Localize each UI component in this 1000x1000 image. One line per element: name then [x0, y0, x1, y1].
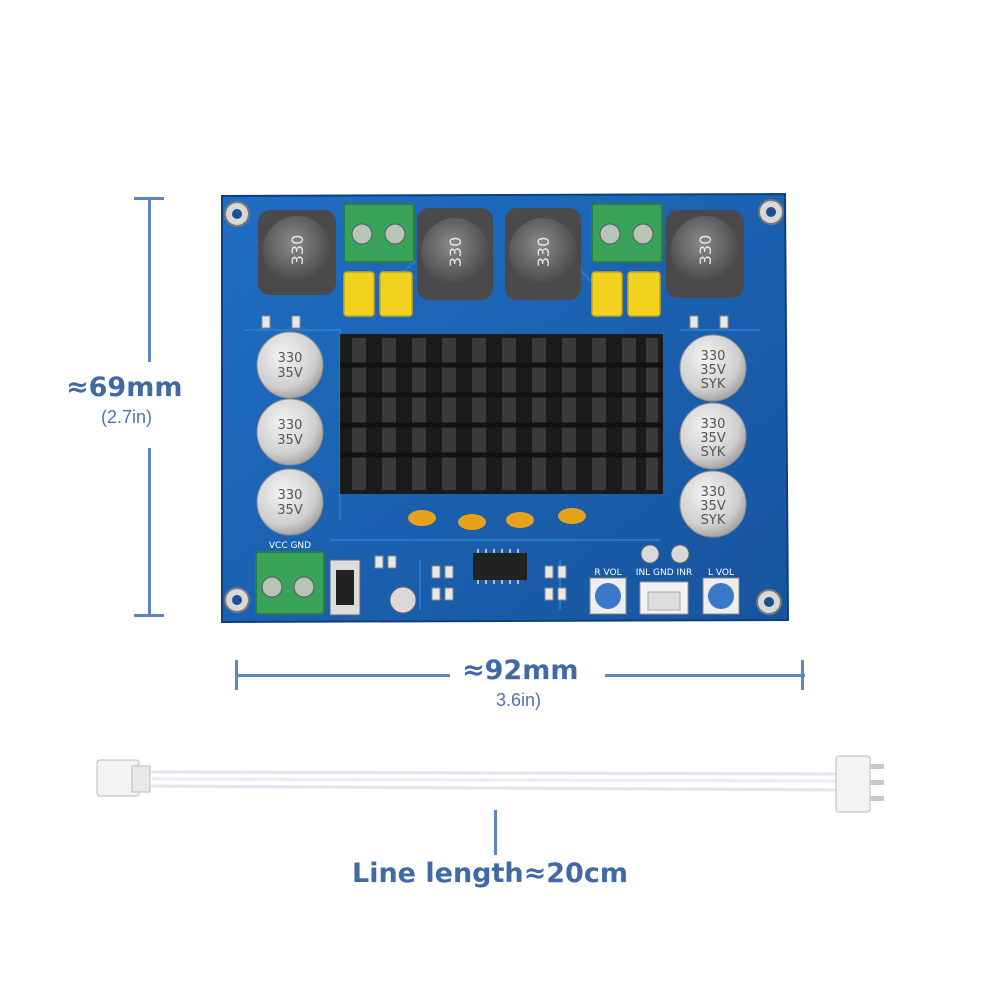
electrolytic-capacitors	[256, 331, 747, 538]
cap-label-l2: 330	[278, 418, 303, 433]
height-dimension-line-lower	[148, 448, 151, 616]
cable-length-label: Line length≈20cm	[352, 858, 628, 889]
film-capacitors	[343, 271, 661, 317]
inductor-label-3: 330	[534, 237, 553, 268]
cap-label-r1b: 35V	[700, 363, 726, 378]
cap-label-r2c: SYK	[701, 445, 726, 460]
speaker-terminals	[343, 203, 663, 263]
audio-input-label: INL GND INR	[636, 568, 692, 578]
power-terminal-label: VCC GND	[269, 541, 311, 551]
ceramic-capacitors	[408, 508, 586, 530]
cap-label-l1b: 35V	[277, 366, 303, 381]
cap-label-l1: 330	[278, 351, 303, 366]
cap-label-r2: 330	[701, 417, 726, 432]
height-dimension-line-upper	[148, 197, 151, 362]
inductor-label-2: 330	[446, 237, 465, 268]
width-dimension-line-right	[605, 674, 805, 677]
pot-left-label: L VOL	[708, 568, 734, 578]
cap-label-r3: 330	[701, 485, 726, 500]
cap-label-r2b: 35V	[700, 431, 726, 446]
volume-potentiometers	[589, 577, 740, 615]
width-dimension-line-left	[235, 674, 450, 677]
inductors	[258, 208, 744, 300]
height-dimension-inches: (2.7in)	[101, 407, 153, 427]
inductor-label-4: 330	[696, 235, 715, 266]
cap-label-r1: 330	[701, 349, 726, 364]
cable-length-pointer	[494, 810, 497, 855]
cap-label-r3b: 35V	[700, 499, 726, 514]
pot-right-label: R VOL	[594, 568, 621, 578]
height-dimension-bottom-tick	[134, 614, 164, 617]
width-dimension-inches: 3.6in)	[496, 690, 542, 710]
cap-label-l3b: 35V	[277, 503, 303, 518]
cap-label-l2b: 35V	[277, 433, 303, 448]
jst-cable	[96, 755, 884, 813]
mounting-holes	[224, 199, 784, 615]
inductor-label-1: 330	[288, 235, 307, 266]
cap-label-l3: 330	[278, 488, 303, 503]
width-dimension-value: ≈92mm	[462, 655, 579, 686]
width-dimension-right-tick	[801, 660, 804, 690]
cap-label-r1c: SYK	[701, 377, 726, 392]
cap-label-r3c: SYK	[701, 513, 726, 528]
height-dimension-value: ≈69mm	[66, 372, 183, 403]
heatsink	[340, 334, 663, 494]
power-terminal	[255, 551, 325, 615]
amplifier-ic	[473, 553, 527, 580]
